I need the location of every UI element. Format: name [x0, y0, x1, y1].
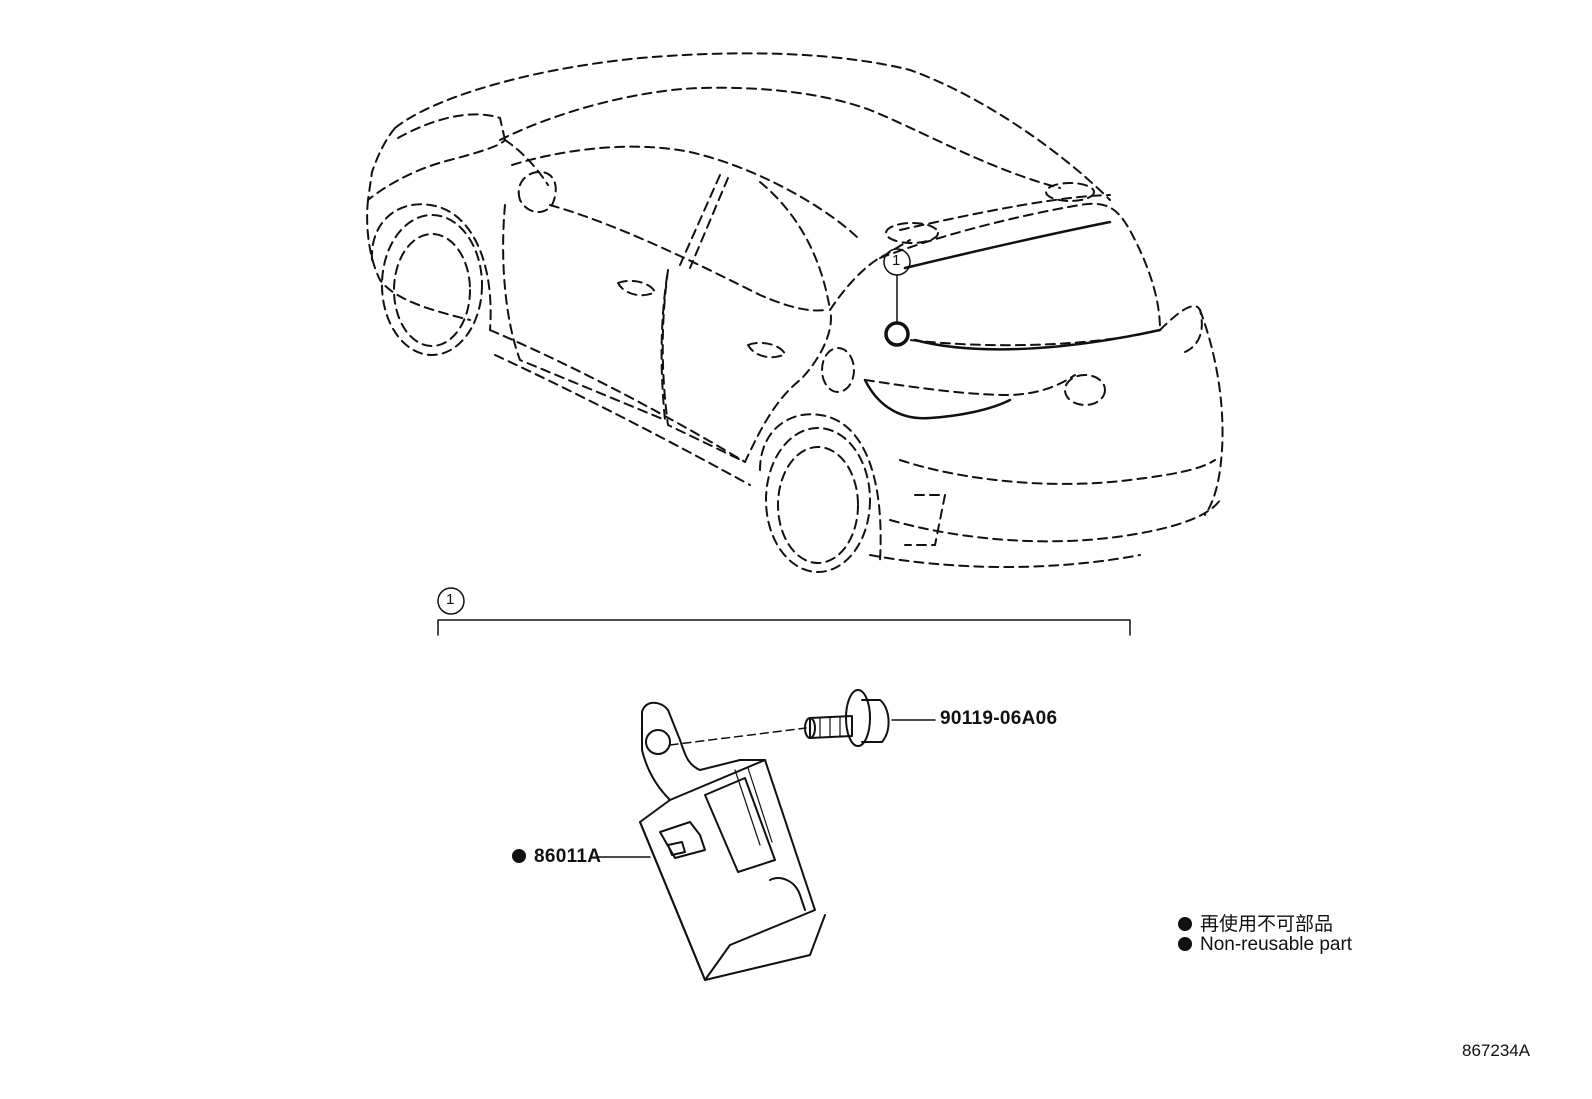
- car-window-bottom: [549, 204, 826, 312]
- car-spoiler: [899, 194, 1111, 231]
- car-a-pillar: [504, 139, 549, 186]
- illustration-reference-code: 867234A: [1462, 1041, 1531, 1060]
- car-window-top: [511, 145, 861, 241]
- car-b-pillar: [679, 174, 721, 266]
- sensor-rib: [734, 767, 773, 846]
- non-reusable-marker: [512, 849, 526, 863]
- sensor-housing-top: [704, 777, 776, 873]
- car-front-wheel: [381, 214, 483, 356]
- location-marker: [884, 321, 910, 347]
- car-rocker: [489, 329, 746, 463]
- car-rear-door: [661, 269, 832, 463]
- car-front-arch: [370, 203, 492, 331]
- sensor-face: [639, 821, 826, 981]
- sensor-part-number: 86011A: [534, 846, 602, 867]
- car-mirror: [517, 171, 557, 213]
- sensor-part-label[interactable]: 86011A: [512, 846, 601, 868]
- car-hood-crease: [397, 113, 506, 141]
- sensor-illustration: [597, 701, 826, 981]
- sensor-bracket-side: [641, 711, 671, 801]
- legend-dot-icon: [1178, 917, 1192, 931]
- bolt-flange: [845, 689, 871, 747]
- callout-group-number: 1: [446, 591, 455, 608]
- car-rear-wheel: [765, 427, 871, 573]
- car-roof-line: [394, 52, 1111, 201]
- car-c-pillar: [759, 181, 831, 311]
- car-rear-bumper: [899, 459, 1216, 485]
- legend-item-en: Non-reusable part: [1178, 934, 1352, 956]
- vehicle-illustration: [366, 52, 1224, 573]
- car-front-door: [502, 204, 669, 421]
- sensor-bracket: [641, 701, 766, 771]
- car-roof-edge: [499, 86, 1061, 189]
- sensor-connector-pin: [667, 841, 686, 856]
- sensor-tab: [769, 877, 806, 911]
- car-b-pillar-2: [689, 177, 729, 269]
- car-bumper-bottom: [869, 554, 1141, 569]
- bolt-axis-dash: [669, 727, 807, 746]
- car-fuel-lid: [821, 347, 855, 393]
- car-taillamp-solid: [863, 378, 1012, 420]
- car-roof-lamp: [885, 222, 939, 244]
- legend-dot-icon: [1178, 937, 1192, 951]
- car-rear-glass-solid: [913, 328, 1162, 351]
- bolt-illustration: [669, 689, 936, 747]
- car-body-side: [366, 199, 471, 321]
- legend-text-en: Non-reusable part: [1200, 934, 1353, 955]
- bolt-head: [861, 699, 890, 743]
- group-bracket-line: [437, 619, 1131, 636]
- car-rear-bumper-low: [889, 499, 1221, 543]
- group-bracket: [437, 587, 1131, 636]
- car-rear-quarter: [829, 239, 911, 311]
- legend-item-jp: 再使用不可部品: [1178, 909, 1333, 936]
- legend-text-jp: 再使用不可部品: [1200, 914, 1334, 935]
- car-rear-arch: [759, 413, 882, 561]
- callout-top-number: 1: [892, 252, 901, 269]
- car-diffuser: [904, 494, 946, 546]
- vehicle-solid-details: [863, 220, 1162, 420]
- car-tail-lamp-r: [1159, 305, 1203, 353]
- car-tail: [864, 374, 1076, 396]
- car-rear-side: [1199, 309, 1224, 516]
- callout-group-circle: [437, 587, 465, 615]
- sensor-body: [639, 759, 816, 981]
- sensor-bracket-hole: [645, 729, 671, 755]
- car-rear-glass: [879, 202, 1161, 347]
- car-spoiler-solid: [903, 220, 1112, 270]
- car-front-wheel-inner: [393, 233, 471, 347]
- bolt-thread: [819, 716, 841, 738]
- car-hood: [367, 127, 506, 201]
- car-door-handle-front: [617, 279, 656, 297]
- bolt-part-number[interactable]: 90119-06A06: [940, 708, 1058, 729]
- callout-top: [883, 248, 911, 347]
- car-rear-emblem: [1064, 374, 1106, 406]
- car-rear-wheel-inner: [777, 446, 859, 564]
- car-high-stop: [1045, 182, 1095, 202]
- car-rocker-2: [494, 354, 751, 486]
- bolt-shaft: [809, 715, 853, 739]
- car-door-handle-rear: [747, 341, 786, 359]
